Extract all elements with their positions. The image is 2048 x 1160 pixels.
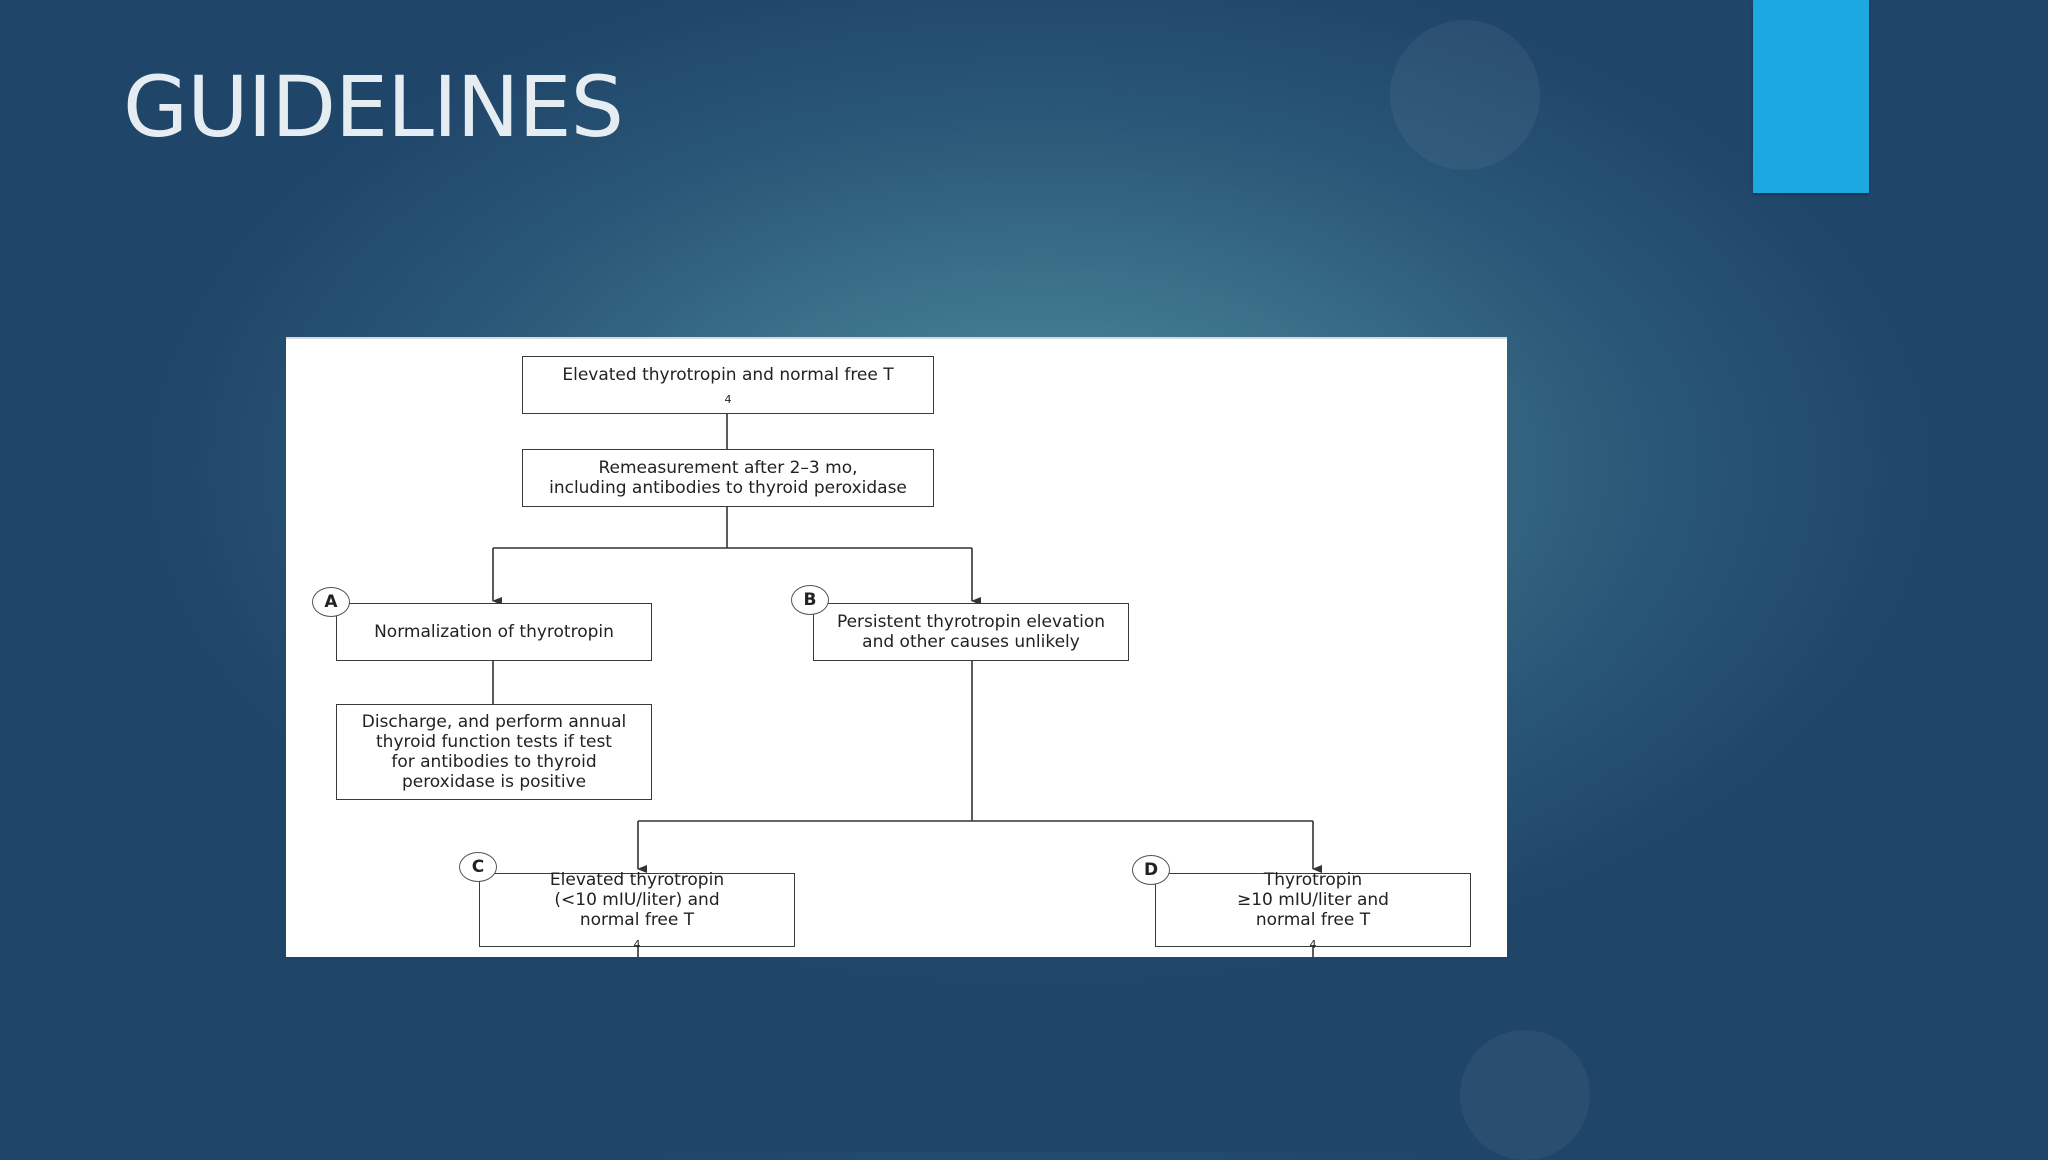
marker-a: A <box>312 587 350 617</box>
elevated-line-1: Elevated thyrotropin <box>549 870 725 890</box>
remeasure-line-1: Remeasurement after 2–3 mo, <box>598 458 858 478</box>
persistent-box: Persistent thyrotropin elevation and oth… <box>813 603 1129 661</box>
start-subscript: 4 <box>724 393 732 406</box>
start-box: Elevated thyrotropin and normal free T 4 <box>522 356 934 414</box>
start-text: Elevated thyrotropin and normal free T <box>562 365 894 385</box>
elevated-subscript: 4 <box>633 938 641 951</box>
elevated-line-2: (<10 mIU/liter) and <box>554 890 720 910</box>
persistent-line-1: Persistent thyrotropin elevation <box>836 612 1106 632</box>
marker-b: B <box>791 585 829 615</box>
remeasure-line-2: including antibodies to thyroid peroxida… <box>549 478 907 498</box>
remeasure-box: Remeasurement after 2–3 mo, including an… <box>522 449 934 507</box>
discharge-line-4: peroxidase is positive <box>401 772 587 792</box>
background-bokeh <box>1390 20 1540 170</box>
flowchart-connectors <box>492 414 1322 957</box>
thyrotropin-high-line-2: ≥10 mIU/liter and <box>1237 890 1389 910</box>
thyrotropin-high-line-3: normal free T <box>1255 910 1371 930</box>
normalization-box: Normalization of thyrotropin <box>336 603 652 661</box>
background-bokeh <box>1460 1030 1590 1160</box>
marker-c: C <box>459 852 497 882</box>
slide-title: GUIDELINES <box>123 58 624 156</box>
discharge-line-2: thyroid function tests if test <box>376 732 612 752</box>
discharge-line-3: for antibodies to thyroid <box>391 752 597 772</box>
discharge-line-1: Discharge, and perform annual <box>361 712 627 732</box>
thyrotropin-high-box: Thyrotropin ≥10 mIU/liter and normal fre… <box>1155 870 1471 950</box>
accent-bar <box>1753 0 1869 193</box>
elevated-box: Elevated thyrotropin (<10 mIU/liter) and… <box>479 870 795 950</box>
elevated-line-3: normal free T <box>579 910 695 930</box>
discharge-box: Discharge, and perform annual thyroid fu… <box>336 704 652 800</box>
thyrotropin-high-subscript: 4 <box>1309 938 1317 951</box>
thyrotropin-high-line-1: Thyrotropin <box>1263 870 1363 890</box>
persistent-line-2: and other causes unlikely <box>862 632 1080 652</box>
marker-d: D <box>1132 855 1170 885</box>
normalization-text: Normalization of thyrotropin <box>374 622 614 642</box>
